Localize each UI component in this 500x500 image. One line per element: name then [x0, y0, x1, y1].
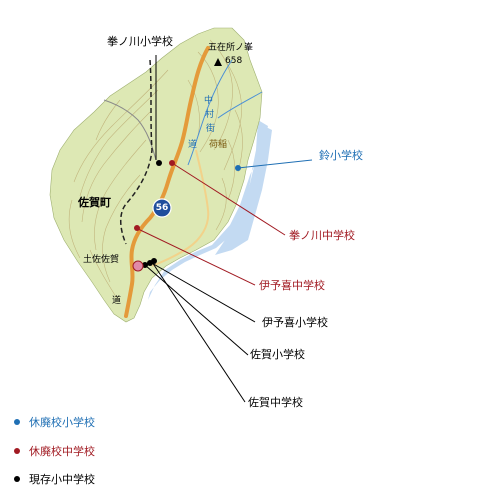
leader-line-suzu-elementary	[237, 159, 313, 169]
label-nakamura-kaido-3: 街	[206, 124, 216, 134]
legend-item-closed-junior: 休廃校中学校	[14, 443, 95, 459]
label-kasho: 荷稲	[209, 140, 228, 150]
marker-kobushinokawa-elementary	[156, 160, 162, 166]
marker-saga-town-center	[132, 260, 144, 272]
label-saga-junior: 佐賀中学校	[248, 396, 303, 409]
marker-saga-junior	[151, 258, 157, 264]
label-michi: 道	[112, 296, 122, 306]
label-kobushinokawa-junior: 拳ノ川中学校	[289, 229, 355, 242]
legend-dot-blue	[14, 419, 20, 425]
legend-item-closed-elementary: 休廃校小学校	[14, 414, 95, 430]
leader-line-saga-elementary	[144, 264, 249, 356]
legend-item-existing: 現存小中学校	[14, 471, 95, 487]
marker-iyoki-junior	[134, 225, 140, 231]
label-tosa-saga: 土佐佐賀	[83, 255, 120, 265]
mountain-peak-icon	[214, 58, 222, 66]
marker-suzu-elementary	[235, 165, 241, 171]
marker-saga-elementary	[142, 262, 148, 268]
legend-label: 休廃校中学校	[29, 445, 95, 458]
label-nakamura-kaido-4: 道	[188, 140, 198, 150]
label-mountain-name: 五在所ノ峯	[208, 43, 254, 53]
leader-line-kobushinokawa-junior	[171, 162, 286, 236]
leader-line-saga-junior	[151, 261, 246, 403]
rivers	[187, 59, 263, 166]
label-iyoki-junior: 伊予喜中学校	[259, 279, 325, 292]
leader-line-iyoki-elementary	[149, 261, 256, 323]
sea-area-east	[215, 125, 272, 255]
legend-label: 現存小中学校	[29, 473, 95, 486]
route-56-shield-icon	[152, 198, 172, 218]
label-suzu-elementary: 鈴小学校	[319, 149, 363, 162]
label-kobushinokawa-elementary: 拳ノ川小学校	[107, 35, 173, 48]
school-markers	[132, 160, 241, 272]
label-mountain-elevation: 658	[225, 56, 243, 66]
leader-line-iyoki-junior	[135, 227, 256, 286]
town-boundary	[120, 59, 153, 245]
road-local	[103, 99, 157, 161]
marker-kobushinokawa-junior	[169, 160, 175, 166]
legend-label: 休廃校小学校	[29, 416, 95, 429]
land-area	[49, 27, 263, 323]
label-nakamura-kaido-1: 中	[204, 96, 214, 106]
label-iyoki-elementary: 伊予喜小学校	[262, 316, 328, 329]
legend-dot-red	[14, 448, 20, 454]
label-saga-elementary: 佐賀小学校	[250, 348, 305, 361]
label-nakamura-kaido-2: 村	[205, 110, 215, 120]
leader-lines	[135, 55, 313, 403]
road-secondary	[151, 149, 210, 267]
label-route-number: 56	[155, 203, 169, 213]
legend-dot-black	[14, 476, 20, 482]
label-town-name: 佐賀町	[78, 196, 111, 209]
